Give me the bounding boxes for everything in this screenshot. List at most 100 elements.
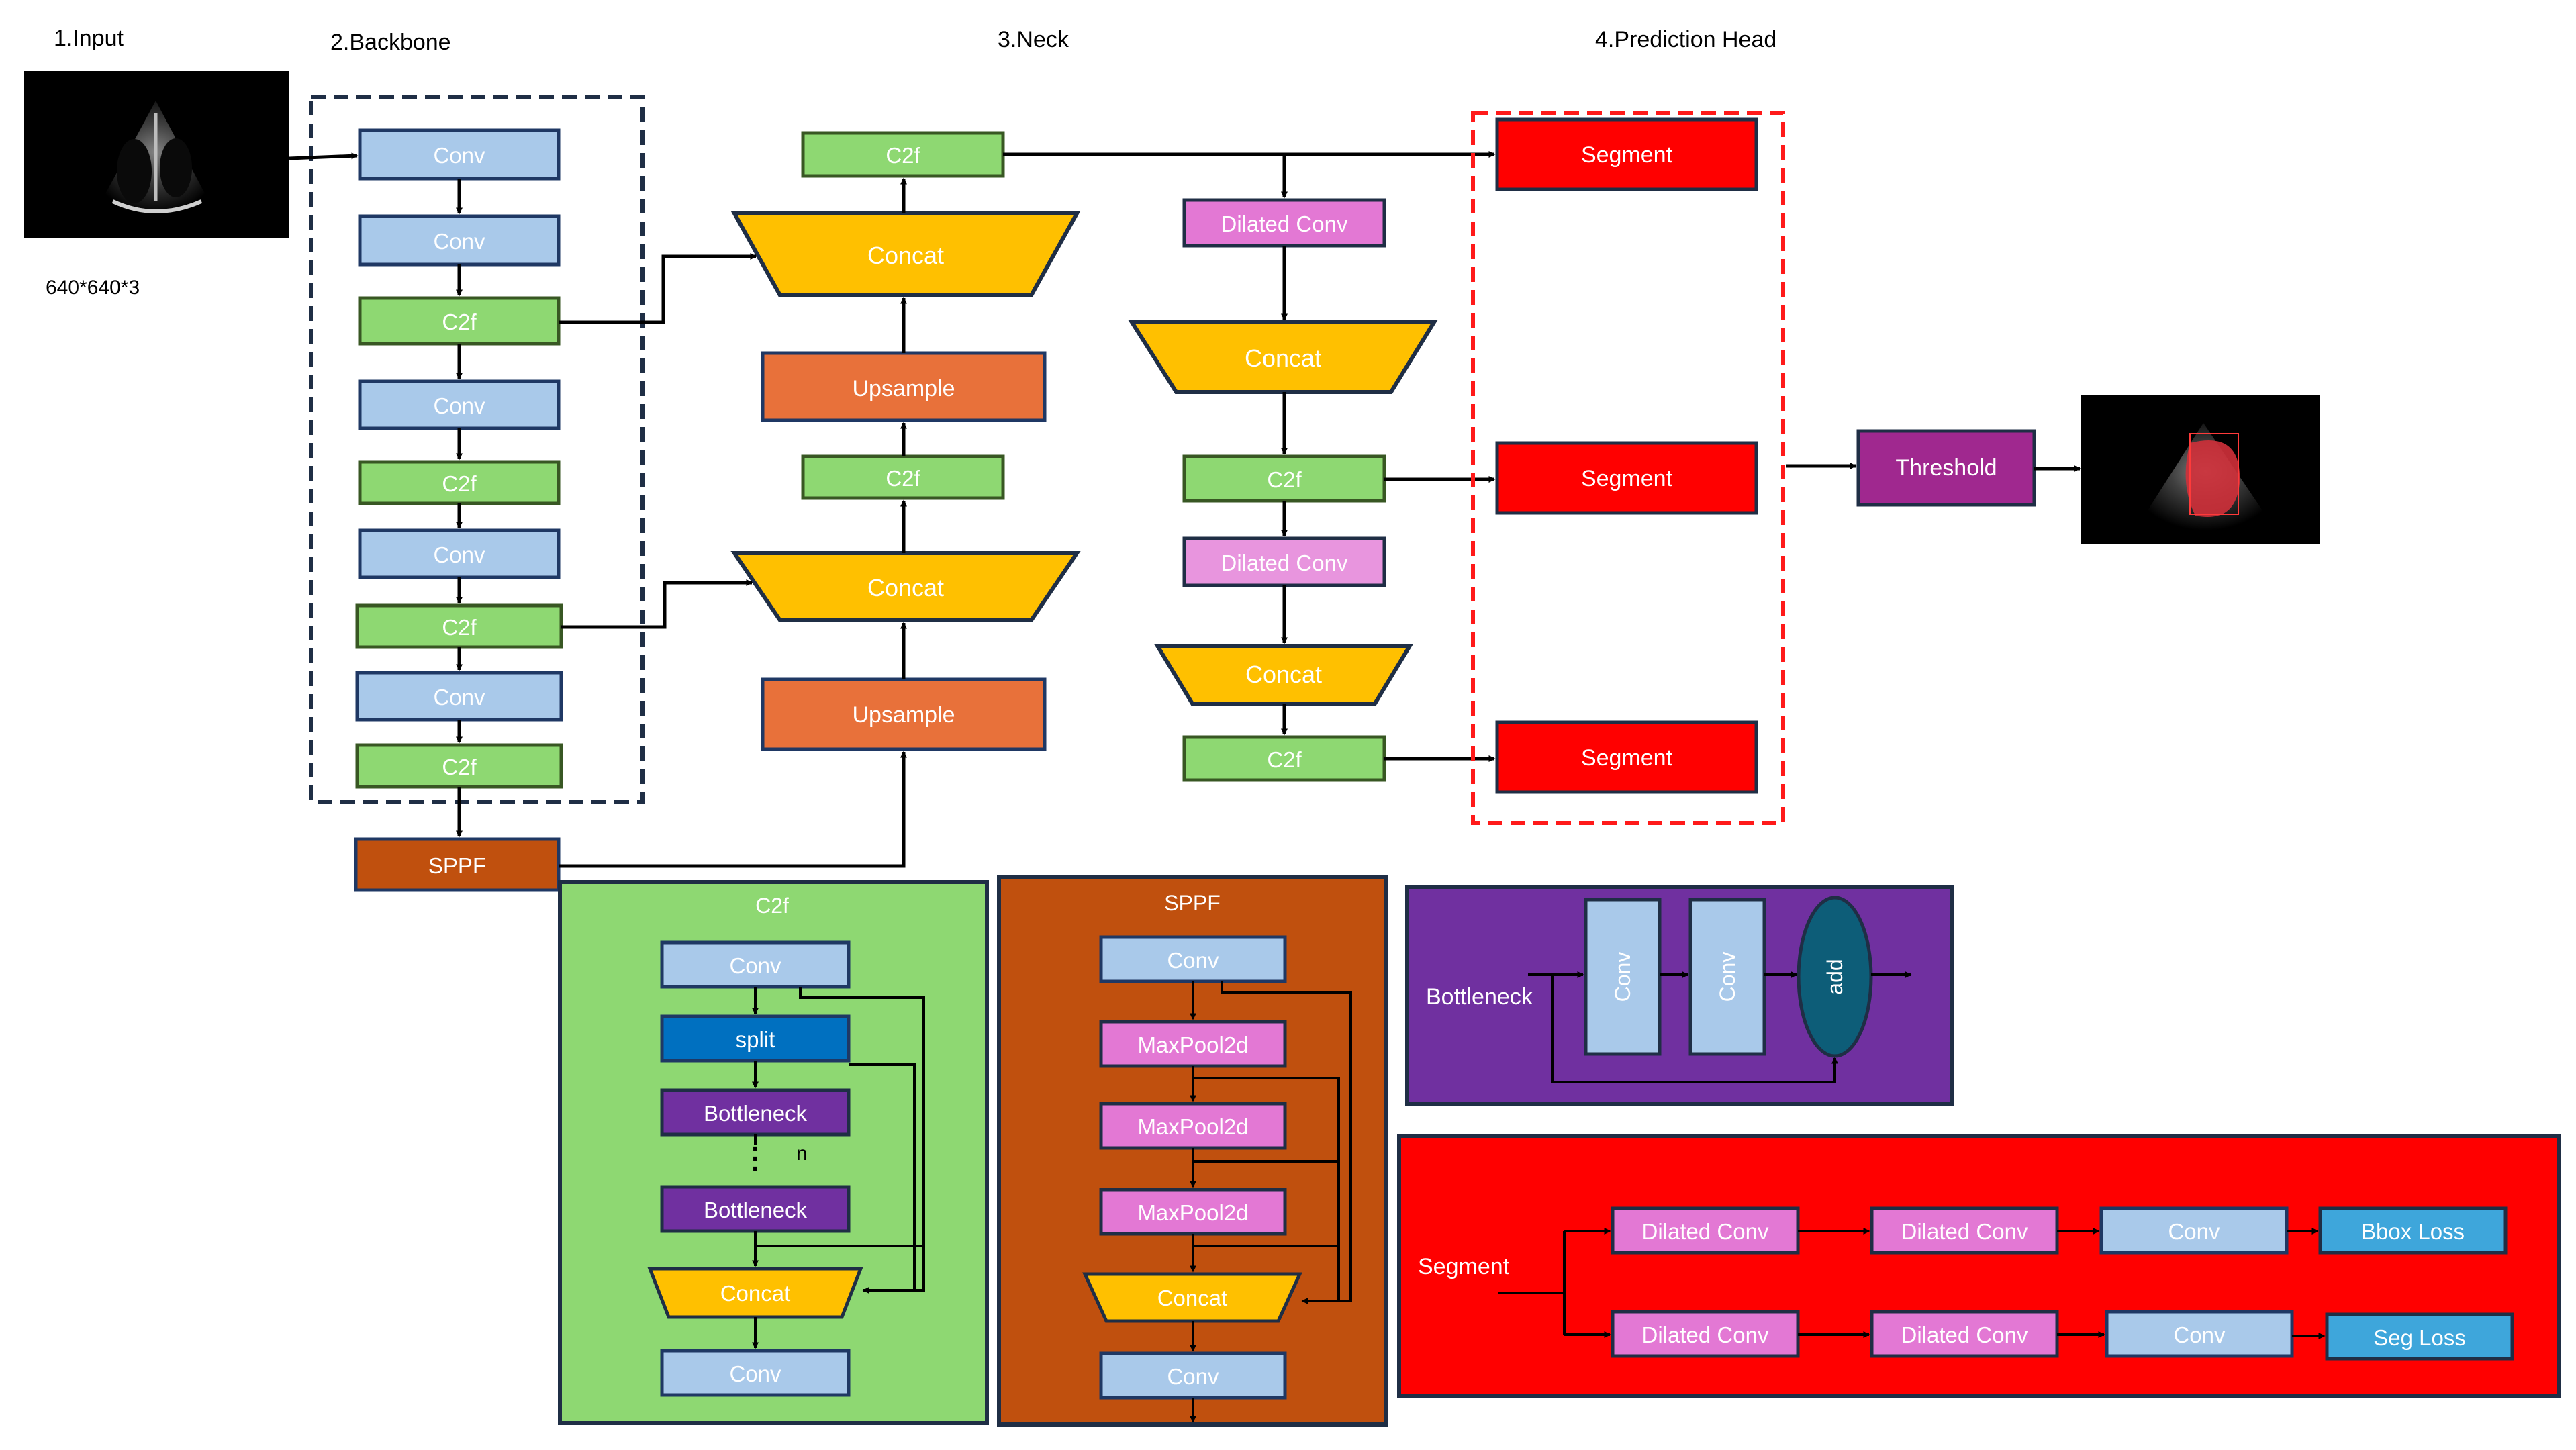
head-segment-3: Segment	[1495, 720, 1758, 794]
svg-text:Segment: Segment	[1581, 466, 1673, 491]
neck-dilated-conv-2: Dilated Conv	[1182, 536, 1386, 587]
svg-text:split: split	[736, 1027, 775, 1052]
svg-text:Conv: Conv	[729, 1361, 781, 1386]
neck-upsample-bottom: Upsample	[761, 677, 1047, 751]
svg-text:MaxPool2d: MaxPool2d	[1137, 1114, 1248, 1139]
backbone-c2f-2: C2f	[358, 460, 561, 505]
svg-text:Conv: Conv	[433, 393, 485, 418]
svg-text:Conv: Conv	[433, 542, 485, 567]
sppf-module-conv-top: Conv	[1099, 935, 1287, 983]
svg-text:Bbox Loss: Bbox Loss	[2361, 1219, 2465, 1244]
neck-c2f-1: C2f	[1182, 454, 1386, 503]
svg-text:Bottleneck: Bottleneck	[704, 1198, 808, 1222]
svg-text:Conv: Conv	[2173, 1322, 2226, 1347]
neck-concat-2: Concat	[1153, 644, 1414, 706]
segment-module-seg-loss: Seg Loss	[2325, 1312, 2514, 1361]
svg-text:Conv: Conv	[1611, 952, 1635, 1002]
output-image	[2081, 395, 2320, 544]
segment-module-top-dilated-2: Dilated Conv	[1870, 1206, 2059, 1255]
backbone-c2f-1: C2f	[358, 296, 561, 346]
svg-text:add: add	[1823, 959, 1847, 994]
svg-text:Dilated Conv: Dilated Conv	[1901, 1219, 2028, 1244]
svg-text:Conv: Conv	[1715, 952, 1739, 1002]
section-title-input: 1.Input	[54, 26, 124, 51]
segment-module-bottom-dilated-1: Dilated Conv	[1611, 1310, 1800, 1358]
c2f-module-title: C2f	[755, 893, 789, 918]
neck-concat-1: Concat	[1128, 320, 1438, 394]
c2f-module-ellipsis: ⋮	[741, 1142, 770, 1175]
svg-text:Upsample: Upsample	[852, 702, 955, 728]
svg-text:Conv: Conv	[729, 953, 781, 978]
backbone-conv-2: Conv	[358, 214, 561, 267]
head-segment-2: Segment	[1495, 441, 1758, 515]
svg-text:C2f: C2f	[886, 143, 920, 168]
neck-left-arrows	[559, 177, 907, 868]
segment-module-bbox-loss: Bbox Loss	[2318, 1206, 2508, 1255]
segment-module-top-conv: Conv	[2099, 1206, 2289, 1255]
svg-text:MaxPool2d: MaxPool2d	[1137, 1032, 1248, 1057]
c2f-module-n-label: n	[796, 1143, 808, 1165]
sppf-module-maxpool-1: MaxPool2d	[1099, 1020, 1287, 1068]
input-image	[24, 71, 289, 238]
svg-text:SPPF: SPPF	[428, 853, 486, 878]
svg-text:Concat: Concat	[1245, 344, 1321, 372]
svg-text:Concat: Concat	[1245, 661, 1322, 688]
c2f-module-conv-top: Conv	[660, 940, 851, 989]
bottleneck-module-conv-2: Conv	[1688, 898, 1766, 1056]
svg-text:Bottleneck: Bottleneck	[704, 1101, 808, 1126]
svg-text:C2f: C2f	[442, 471, 477, 496]
neck-concat-mid: Concat	[730, 551, 1081, 622]
svg-text:Concat: Concat	[720, 1281, 791, 1306]
neck-concat-top: Concat	[730, 211, 1081, 297]
c2f-module-split: split	[660, 1014, 851, 1063]
svg-text:Dilated Conv: Dilated Conv	[1221, 550, 1348, 575]
c2f-module-conv-bottom: Conv	[660, 1349, 851, 1397]
bottleneck-module-arrows	[1528, 971, 1912, 1083]
svg-text:Conv: Conv	[433, 143, 485, 168]
neck-right-arrows	[1003, 151, 1496, 762]
sppf-module-title: SPPF	[1164, 891, 1221, 915]
bottleneck-module-title: Bottleneck	[1426, 984, 1533, 1010]
head-segment-1: Segment	[1495, 117, 1758, 191]
backbone-conv-3: Conv	[358, 379, 561, 430]
bottleneck-module-conv-1: Conv	[1584, 898, 1662, 1056]
svg-text:C2f: C2f	[1267, 467, 1302, 492]
prediction-head-boundary	[1471, 111, 1785, 825]
svg-text:Conv: Conv	[1167, 1364, 1219, 1389]
neck-dilated-conv-1: Dilated Conv	[1182, 198, 1386, 248]
sppf-module-maxpool-3: MaxPool2d	[1099, 1188, 1287, 1236]
neck-c2f-mid: C2f	[801, 454, 1005, 500]
section-title-backbone: 2.Backbone	[330, 30, 451, 55]
svg-text:Concat: Concat	[867, 574, 944, 601]
sppf-module-arrows	[1190, 981, 1352, 1423]
c2f-module-bottleneck-1: Bottleneck	[660, 1088, 851, 1137]
bottleneck-module-add: add	[1797, 896, 1873, 1058]
backbone-c2f-4: C2f	[355, 743, 563, 789]
svg-text:Dilated Conv: Dilated Conv	[1901, 1322, 2028, 1347]
svg-text:Segment: Segment	[1581, 142, 1673, 168]
backbone-conv-5: Conv	[355, 671, 563, 722]
svg-text:Conv: Conv	[2168, 1219, 2220, 1244]
segment-module-bottom-dilated-2: Dilated Conv	[1870, 1310, 2059, 1358]
neck-c2f-2: C2f	[1182, 735, 1386, 782]
svg-text:C2f: C2f	[442, 755, 477, 779]
head-arrows	[1786, 463, 2081, 472]
svg-text:Upsample: Upsample	[852, 376, 955, 401]
svg-text:Dilated Conv: Dilated Conv	[1642, 1219, 1769, 1244]
c2f-module-bottleneck-2: Bottleneck	[660, 1185, 851, 1233]
threshold-block: Threshold	[1856, 429, 2036, 507]
svg-text:C2f: C2f	[442, 309, 477, 334]
svg-text:Conv: Conv	[1167, 948, 1219, 973]
backbone-c2f-3: C2f	[355, 603, 563, 649]
c2f-module-concat: Concat	[647, 1267, 863, 1319]
section-title-prediction-head: 4.Prediction Head	[1595, 27, 1776, 52]
neck-upsample-top: Upsample	[761, 351, 1047, 422]
sppf-module-concat: Concat	[1082, 1272, 1302, 1323]
svg-text:Dilated Conv: Dilated Conv	[1642, 1322, 1769, 1347]
svg-text:C2f: C2f	[442, 615, 477, 640]
backbone-conv-4: Conv	[358, 528, 561, 579]
svg-text:MaxPool2d: MaxPool2d	[1137, 1200, 1248, 1225]
segment-module-title: Segment	[1418, 1254, 1510, 1279]
svg-text:Segment: Segment	[1581, 745, 1673, 771]
